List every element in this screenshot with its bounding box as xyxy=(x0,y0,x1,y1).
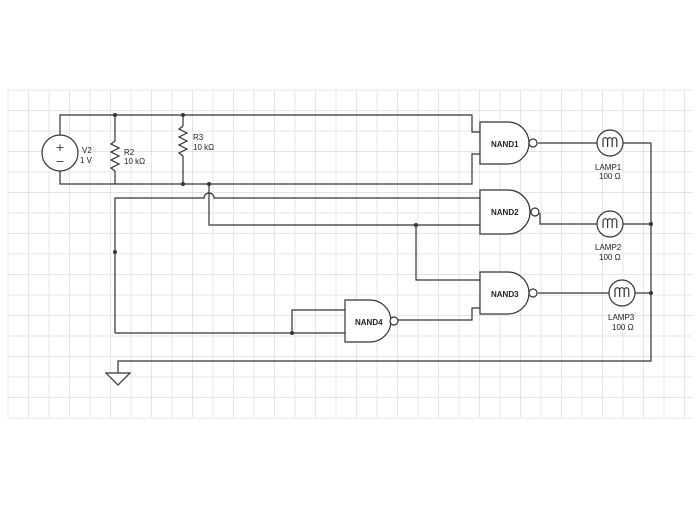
lamp-coil-icon xyxy=(596,210,624,238)
lamp-1[interactable]: LAMP1 100 Ω xyxy=(595,129,624,181)
minus-sign: − xyxy=(55,155,64,168)
wire-bottom-rail xyxy=(59,153,480,185)
lamp1-value: 100 Ω xyxy=(599,172,621,181)
resistor-r2[interactable]: R2 10 kΩ xyxy=(109,140,145,172)
lamp-coil-icon xyxy=(608,279,636,307)
lamp-2[interactable]: LAMP2 100 Ω xyxy=(595,210,624,262)
wire-nand4-inputs xyxy=(115,309,345,334)
node xyxy=(113,250,117,254)
node xyxy=(414,223,418,227)
nand4-label: NAND4 xyxy=(355,318,383,327)
junction-nodes xyxy=(113,113,653,335)
wire-nand2-lamp2 xyxy=(539,213,597,225)
inversion-bubble xyxy=(528,138,538,148)
resistor-icon xyxy=(177,125,189,157)
wires xyxy=(59,114,652,373)
voltage-source-v2[interactable]: + − V2 1 V xyxy=(41,134,93,172)
voltage-source-icon xyxy=(41,134,79,172)
node xyxy=(649,222,653,226)
r2-label: R2 xyxy=(124,148,135,157)
wire-top-rail xyxy=(59,114,480,135)
wire-return-rail xyxy=(117,143,652,373)
nand-gate-2[interactable]: NAND2 xyxy=(479,189,540,235)
r3-label: R3 xyxy=(193,133,204,142)
inversion-bubble xyxy=(530,207,540,217)
wire-feedback-left xyxy=(114,192,480,333)
nand-gate-icon xyxy=(479,189,531,235)
lamp3-label: LAMP3 xyxy=(608,313,635,322)
node xyxy=(649,291,653,295)
node xyxy=(113,113,117,117)
ground-icon xyxy=(104,372,132,386)
node xyxy=(181,113,185,117)
lamp-filament xyxy=(602,218,618,228)
wire-junction-column xyxy=(208,184,480,226)
lamp-filament xyxy=(602,137,618,147)
lamp-filament xyxy=(614,287,630,297)
r2-value: 10 kΩ xyxy=(124,157,145,166)
lamp1-label: LAMP1 xyxy=(595,163,622,172)
resistor-r3[interactable]: R3 10 kΩ xyxy=(177,125,214,157)
lamp-3[interactable]: LAMP3 100 Ω xyxy=(608,279,636,332)
node xyxy=(207,182,211,186)
nand2-label: NAND2 xyxy=(491,208,519,217)
ground-symbol[interactable] xyxy=(104,372,132,386)
grid xyxy=(7,89,692,419)
nand-gate-1[interactable]: NAND1 xyxy=(479,121,538,165)
r3-value: 10 kΩ xyxy=(193,143,214,152)
wire-nand4-out xyxy=(398,307,480,321)
v2-value: 1 V xyxy=(80,156,93,165)
lamp-coil-icon xyxy=(596,129,624,157)
inversion-bubble xyxy=(389,316,399,326)
nand1-label: NAND1 xyxy=(491,140,519,149)
wire-nand3-input xyxy=(415,225,480,281)
inversion-bubble xyxy=(528,288,538,298)
plus-sign: + xyxy=(55,141,64,154)
nand-gate-3[interactable]: NAND3 xyxy=(479,271,538,315)
lamp2-value: 100 Ω xyxy=(599,253,621,262)
nand-gate-4[interactable]: NAND4 xyxy=(344,299,399,343)
v2-label: V2 xyxy=(82,146,92,155)
lamp3-value: 100 Ω xyxy=(612,323,634,332)
lamp2-label: LAMP2 xyxy=(595,243,622,252)
resistor-icon xyxy=(109,140,121,172)
node xyxy=(181,182,185,186)
node xyxy=(290,331,294,335)
nand3-label: NAND3 xyxy=(491,290,519,299)
